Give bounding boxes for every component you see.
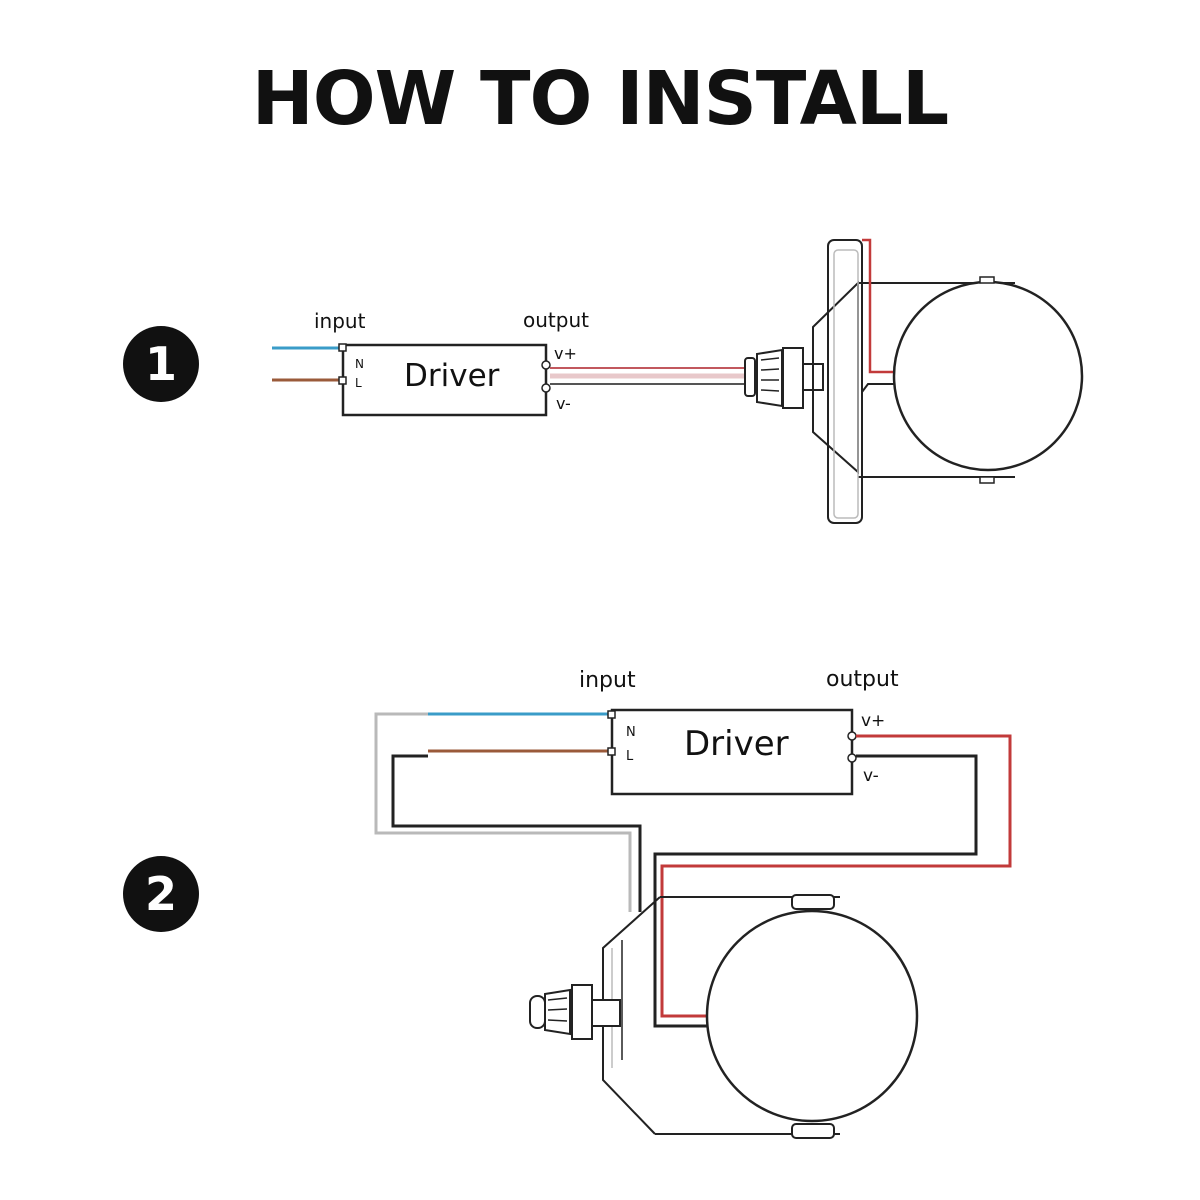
step-2-terminal-vminus: v- — [863, 766, 879, 786]
step-1-input-label: input — [314, 309, 366, 333]
page-title: HOW TO INSTALL — [251, 56, 949, 142]
step-1-lamp — [744, 238, 1084, 524]
step-2-driver-label: Driver — [684, 724, 789, 764]
step-1-terminal-vplus: v+ — [554, 344, 577, 363]
step-2-terminal-l: L — [626, 749, 634, 764]
step-1-output-label: output — [523, 308, 589, 332]
step-2-badge: 2 — [123, 856, 199, 932]
step-2-output-label: output — [826, 667, 899, 692]
step-1-diagram: input output N L Driver v+ v- — [272, 238, 1084, 524]
step-2-positive-wire — [660, 734, 1012, 1018]
step-2-lamp — [529, 894, 919, 1139]
step-1-terminal-l: L — [355, 376, 362, 390]
step-2-terminal-n: N — [626, 725, 636, 740]
step-2-input-label: input — [579, 668, 636, 693]
step-2-driver-box — [610, 708, 854, 796]
step-1-terminal-vminus: v- — [556, 394, 571, 413]
step-1-terminal-n: N — [355, 357, 364, 371]
step-2-return-wire — [391, 754, 642, 912]
step-2-ground-wire — [374, 712, 632, 912]
step-2-negative-wire — [653, 754, 978, 1028]
step-2-diagram: input output N L Driver v+ v- — [374, 667, 1012, 1139]
step-2-terminal-vplus: v+ — [861, 711, 885, 731]
step-1-driver-label: Driver — [404, 358, 500, 394]
step-1-badge: 1 — [123, 326, 199, 402]
